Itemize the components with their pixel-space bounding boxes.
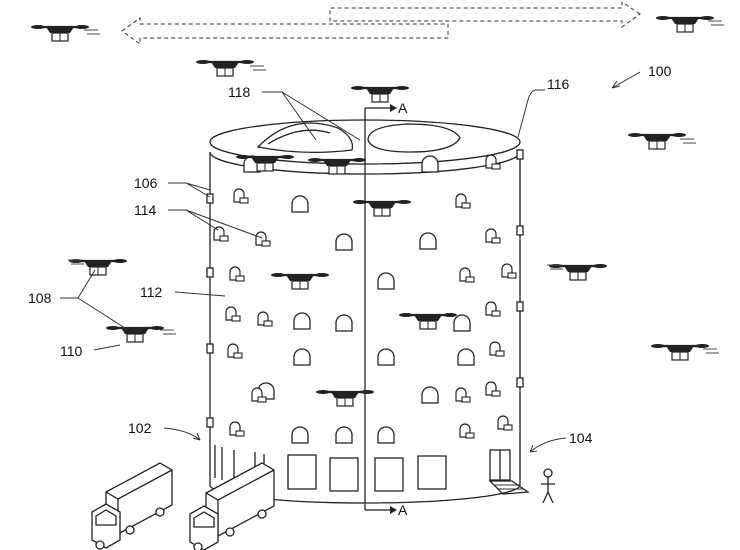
dashed-arrow-left — [121, 17, 449, 45]
section-label-bottom: A — [398, 502, 408, 518]
truck-right — [189, 462, 275, 550]
drones-docked — [234, 153, 459, 408]
ref-118: 118 — [228, 84, 251, 100]
ref-116: 116 — [547, 76, 570, 92]
section-label-top: A — [398, 100, 408, 116]
building-116 — [209, 119, 530, 504]
dashed-arrow-right — [329, 1, 641, 28]
ref-114: 114 — [134, 202, 157, 218]
ref-104: 104 — [569, 430, 593, 446]
docking-ports-106 — [206, 149, 524, 428]
section-line-a-a — [364, 104, 397, 514]
person-figure — [541, 468, 555, 504]
ref-112: 112 — [140, 284, 163, 300]
ref-102: 102 — [128, 420, 152, 436]
truck-left — [91, 462, 173, 550]
ref-108: 108 — [28, 290, 52, 306]
ref-100: 100 — [648, 63, 672, 79]
ref-110: 110 — [60, 343, 83, 359]
leader-lines — [60, 71, 641, 453]
ref-106: 106 — [134, 175, 158, 191]
